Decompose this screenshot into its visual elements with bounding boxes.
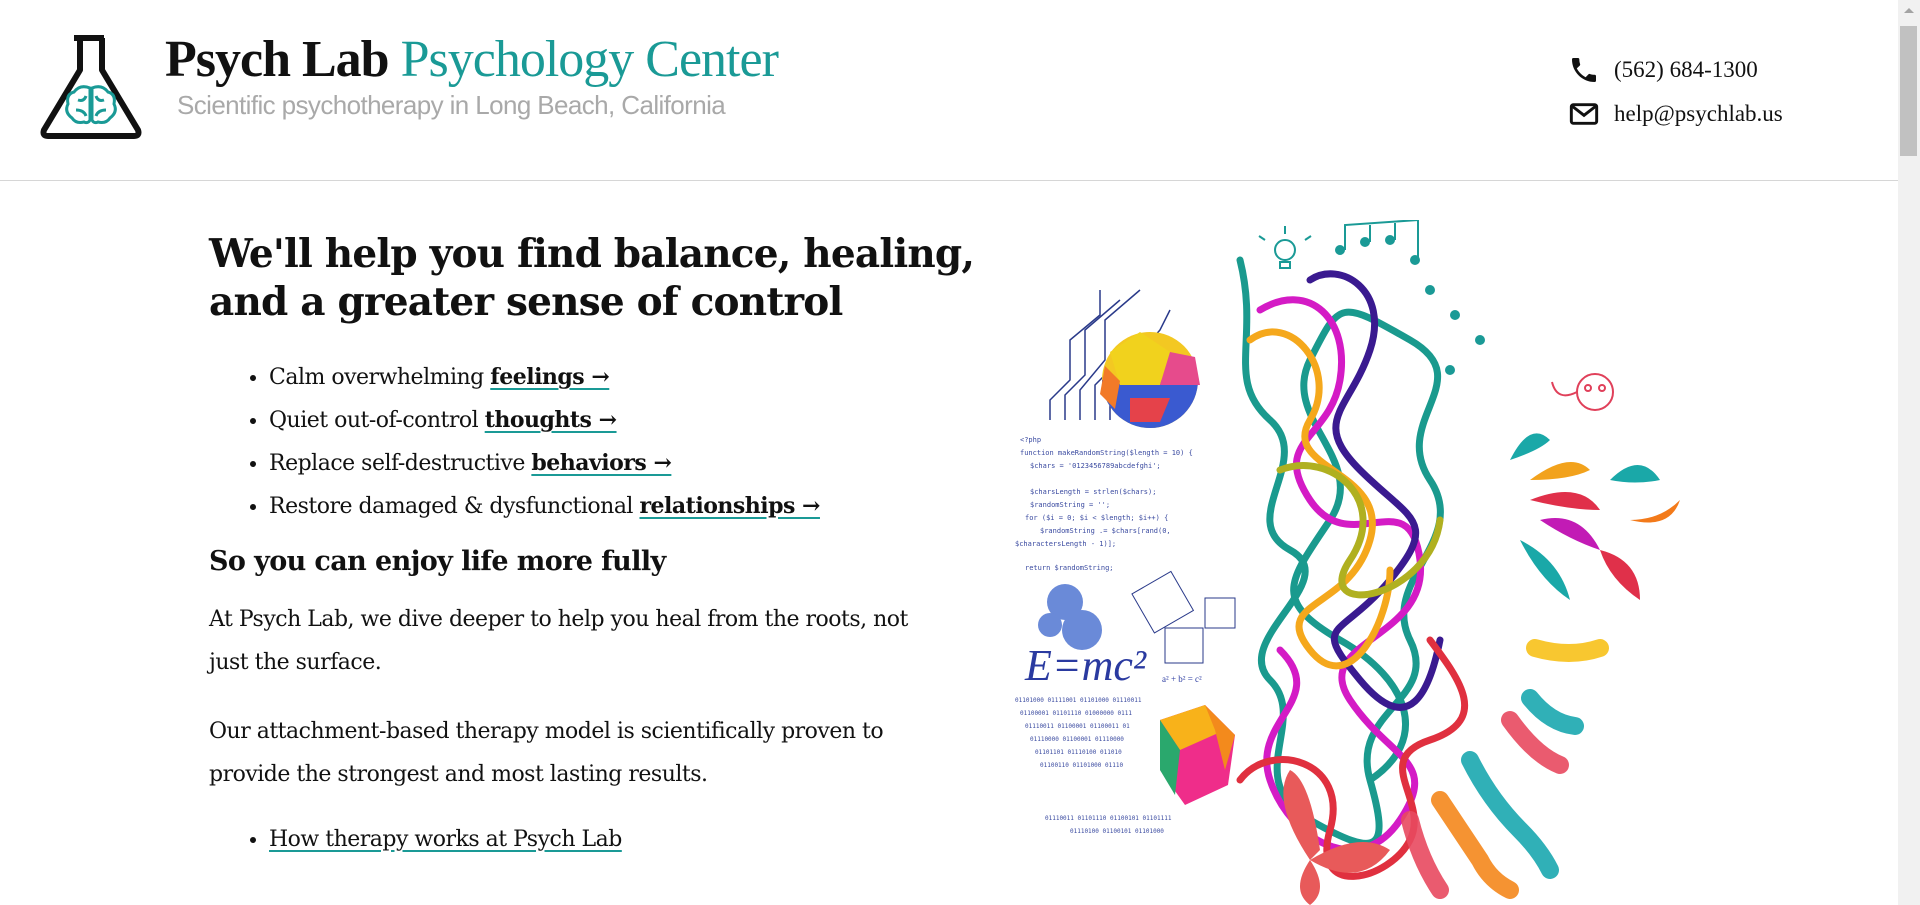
- feature-list: Calm overwhelming feelings → Quiet out-o…: [209, 356, 1029, 528]
- svg-text:return $randomString;: return $randomString;: [1025, 564, 1114, 572]
- svg-text:01101000 01111001 01101000 011: 01101000 01111001 01101000 01110011: [1015, 697, 1142, 704]
- svg-text:$charsLength = strlen($chars);: $charsLength = strlen($chars);: [1030, 488, 1156, 496]
- vertical-scrollbar[interactable]: [1898, 0, 1920, 905]
- how-therapy-works-link[interactable]: How therapy works at Psych Lab: [269, 827, 622, 852]
- binary-text: 01101000 01111001 01101000 01110011 01100…: [1015, 697, 1172, 835]
- phone-number[interactable]: (562) 684-1300: [1614, 57, 1758, 82]
- thoughts-link[interactable]: thoughts →: [484, 407, 617, 433]
- svg-text:function makeRandomString($len: function makeRandomString($length = 10) …: [1020, 449, 1193, 457]
- feelings-link[interactable]: feelings →: [490, 364, 610, 390]
- feature-item: Quiet out-of-control thoughts →: [269, 399, 1029, 442]
- subheading: So you can enjoy life more fully: [209, 546, 666, 577]
- paisley-swirls: [1510, 433, 1680, 600]
- feature-text: Quiet out-of-control: [269, 408, 485, 433]
- hero-brain-illustration: E=mc² a² + b² = c²: [1015, 220, 1680, 905]
- formula-pythagoras: a² + b² = c²: [1162, 674, 1202, 684]
- behaviors-link[interactable]: behaviors →: [531, 450, 672, 476]
- link-item: How therapy works at Psych Lab: [269, 818, 1029, 861]
- svg-text:<?php: <?php: [1020, 436, 1041, 444]
- feature-item: Restore damaged & dysfunctional relation…: [269, 485, 1029, 528]
- face-doodle-icon: [1551, 373, 1614, 411]
- email-address[interactable]: help@psychlab.us: [1614, 101, 1783, 126]
- scroll-up-arrow-icon[interactable]: [1904, 8, 1914, 13]
- circuit-graphic: [1049, 289, 1171, 420]
- site-title-brand: Psych Lab: [165, 31, 390, 88]
- svg-text:01110100 01100101 01101000: 01110100 01100101 01101000: [1070, 828, 1164, 835]
- grid-graphic: [1131, 570, 1236, 664]
- gears-icon: [1038, 584, 1102, 650]
- feature-text: Restore damaged & dysfunctional: [269, 494, 640, 519]
- svg-text:$randomString = '';: $randomString = '';: [1030, 501, 1110, 509]
- scrollbar-thumb[interactable]: [1900, 26, 1917, 156]
- svg-text:for ($i = 0; $i < $length; $i+: for ($i = 0; $i < $length; $i++) {: [1025, 514, 1168, 522]
- tangled-lines: [1236, 256, 1468, 880]
- svg-text:$charactersLength - 1)];: $charactersLength - 1)];: [1015, 540, 1116, 548]
- page-headline: We'll help you find balance, healing, an…: [209, 231, 975, 325]
- feature-item: Calm overwhelming feelings →: [269, 356, 1029, 399]
- model-paragraph: Our attachment-based therapy model is sc…: [209, 719, 884, 787]
- info-links: How therapy works at Psych Lab: [209, 818, 1029, 861]
- svg-text:01110000 01100001 01110000: 01110000 01100001 01110000: [1030, 736, 1124, 743]
- formula-emc2: E=mc²: [1024, 641, 1147, 690]
- site-title-suffix: Psychology Center: [400, 31, 779, 88]
- site-title[interactable]: Psych Lab Psychology Center: [165, 30, 779, 89]
- phone-contact[interactable]: (562) 684-1300: [1568, 54, 1758, 86]
- code-text: <?php function makeRandomString($length =…: [1015, 436, 1193, 572]
- feature-text: Calm overwhelming: [269, 365, 491, 390]
- paint-strokes: [1401, 639, 1609, 899]
- email-contact[interactable]: help@psychlab.us: [1568, 98, 1783, 130]
- site-tagline: Scientific psychotherapy in Long Beach, …: [177, 90, 726, 120]
- svg-text:01100110 01101000 01110: 01100110 01101000 01110: [1040, 762, 1123, 769]
- butterfly-icon: [1283, 770, 1390, 905]
- envelope-icon: [1569, 103, 1599, 125]
- polyhedron-ball-icon: [1100, 332, 1200, 428]
- feature-item: Replace self-destructive behaviors →: [269, 442, 1029, 485]
- svg-text:01110011 01100001 01100011 01: 01110011 01100001 01100011 01: [1025, 723, 1130, 730]
- relationships-link[interactable]: relationships →: [639, 493, 820, 519]
- lightbulb-icon: [1258, 226, 1312, 269]
- svg-text:01100001 01101110 01000000 011: 01100001 01101110 01000000 0111: [1020, 710, 1132, 717]
- phone-icon: [1572, 58, 1596, 82]
- main-content: We'll help you find balance, healing, an…: [209, 230, 1029, 861]
- svg-text:$randomString .= $chars[rand(0: $randomString .= $chars[rand(0,: [1040, 527, 1171, 535]
- svg-text:01101101 01110100 011010: 01101101 01110100 011010: [1035, 749, 1122, 756]
- site-header: Psych Lab Psychology Center Scientific p…: [0, 0, 1898, 181]
- polyhedron-dodecahedron-icon: [1160, 705, 1235, 805]
- intro-paragraph: At Psych Lab, we dive deeper to help you…: [209, 607, 908, 675]
- svg-text:01110011 01101110 01100101 011: 01110011 01101110 01100101 01101111: [1045, 815, 1172, 822]
- feature-text: Replace self-destructive: [269, 451, 532, 476]
- music-notes-icon: [1335, 220, 1485, 375]
- flask-brain-logo-icon[interactable]: [38, 32, 144, 140]
- svg-text:$chars = '0123456789abcdefghi': $chars = '0123456789abcdefghi';: [1030, 462, 1161, 470]
